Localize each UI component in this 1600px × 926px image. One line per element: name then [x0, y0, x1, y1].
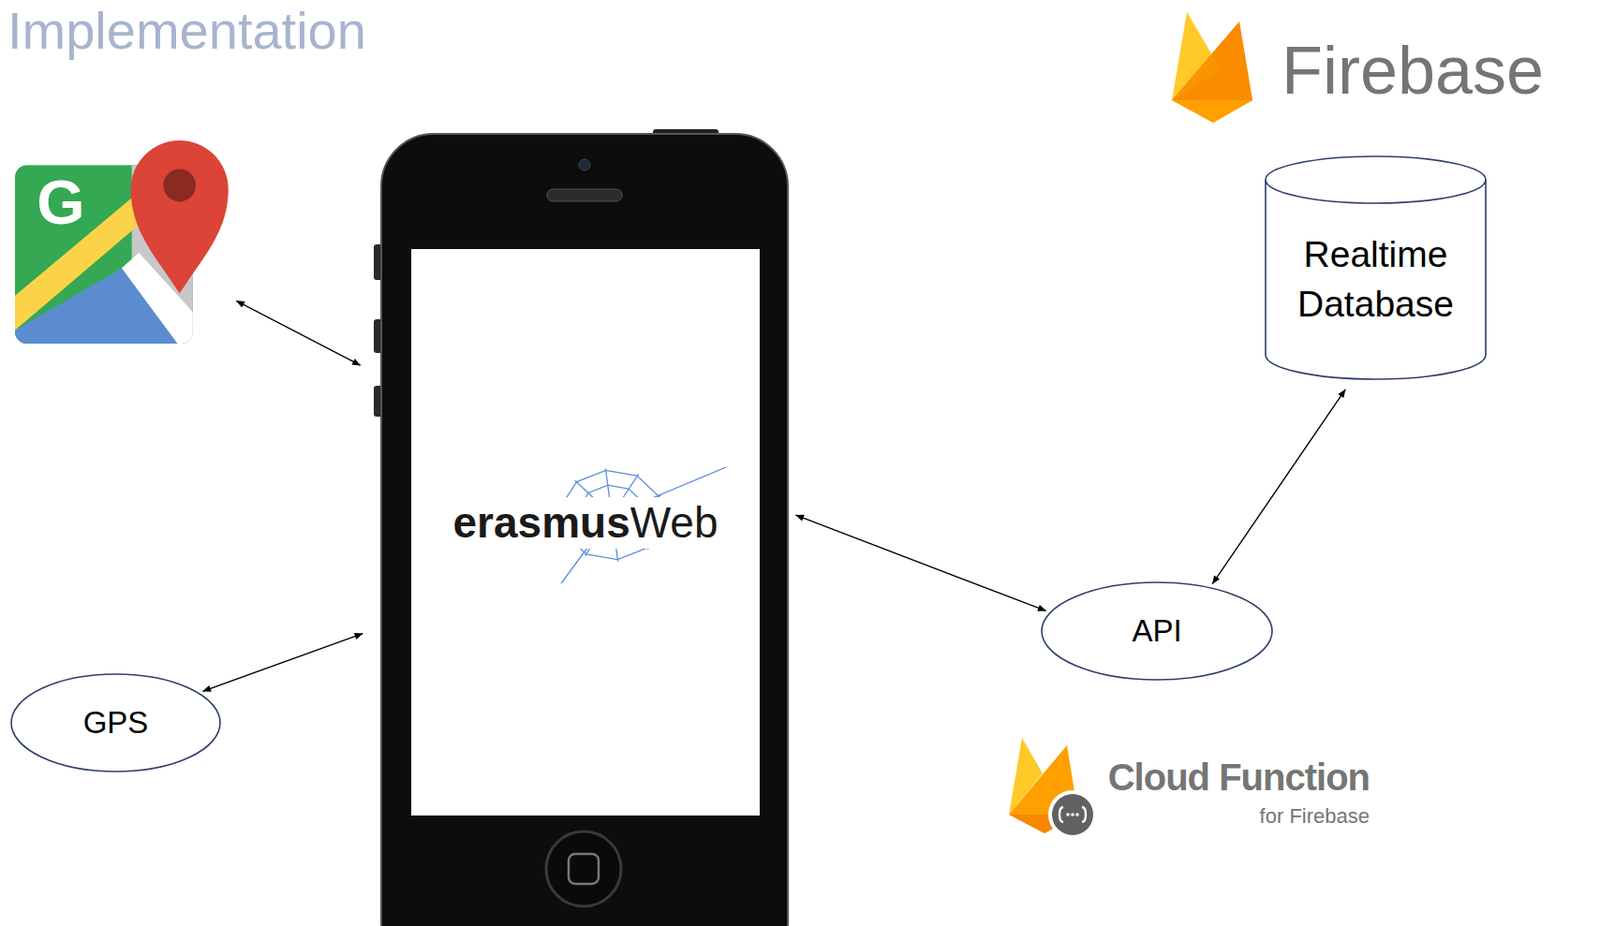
node-text: Web — [630, 497, 719, 549]
database-cylinder: Realtime Database — [1264, 155, 1487, 381]
firebase-logo — [1171, 12, 1253, 123]
node-text: G — [28, 168, 94, 238]
logo-holder: erasmusWeb — [411, 497, 760, 549]
product-label: Cloud Function — [1108, 756, 1370, 799]
connector-arrow — [1212, 389, 1346, 585]
node-text: erasmus — [453, 497, 631, 549]
connector-arrow — [795, 515, 1046, 611]
connector-arrow — [236, 300, 360, 366]
text-holder: API — [1040, 581, 1274, 682]
connector-arrow — [202, 634, 363, 693]
text-holder: Realtime Database — [1264, 204, 1487, 356]
phone-device: erasmusWeb — [380, 133, 789, 926]
cloud-function-logo — [1008, 738, 1097, 840]
node-text: Realtime Database — [1277, 230, 1474, 329]
node-text: GPS — [83, 704, 149, 742]
slide-title: Implementation — [7, 1, 367, 60]
gps-ellipse: GPS — [10, 673, 222, 773]
text-holder: G — [28, 168, 94, 238]
brand-label: Firebase — [1281, 33, 1544, 108]
api-ellipse: API — [1040, 581, 1274, 682]
node-text: API — [1131, 612, 1182, 651]
product-sublabel: for Firebase — [1259, 805, 1370, 829]
text-holder: GPS — [10, 673, 222, 773]
maps-icon: G — [14, 140, 232, 344]
